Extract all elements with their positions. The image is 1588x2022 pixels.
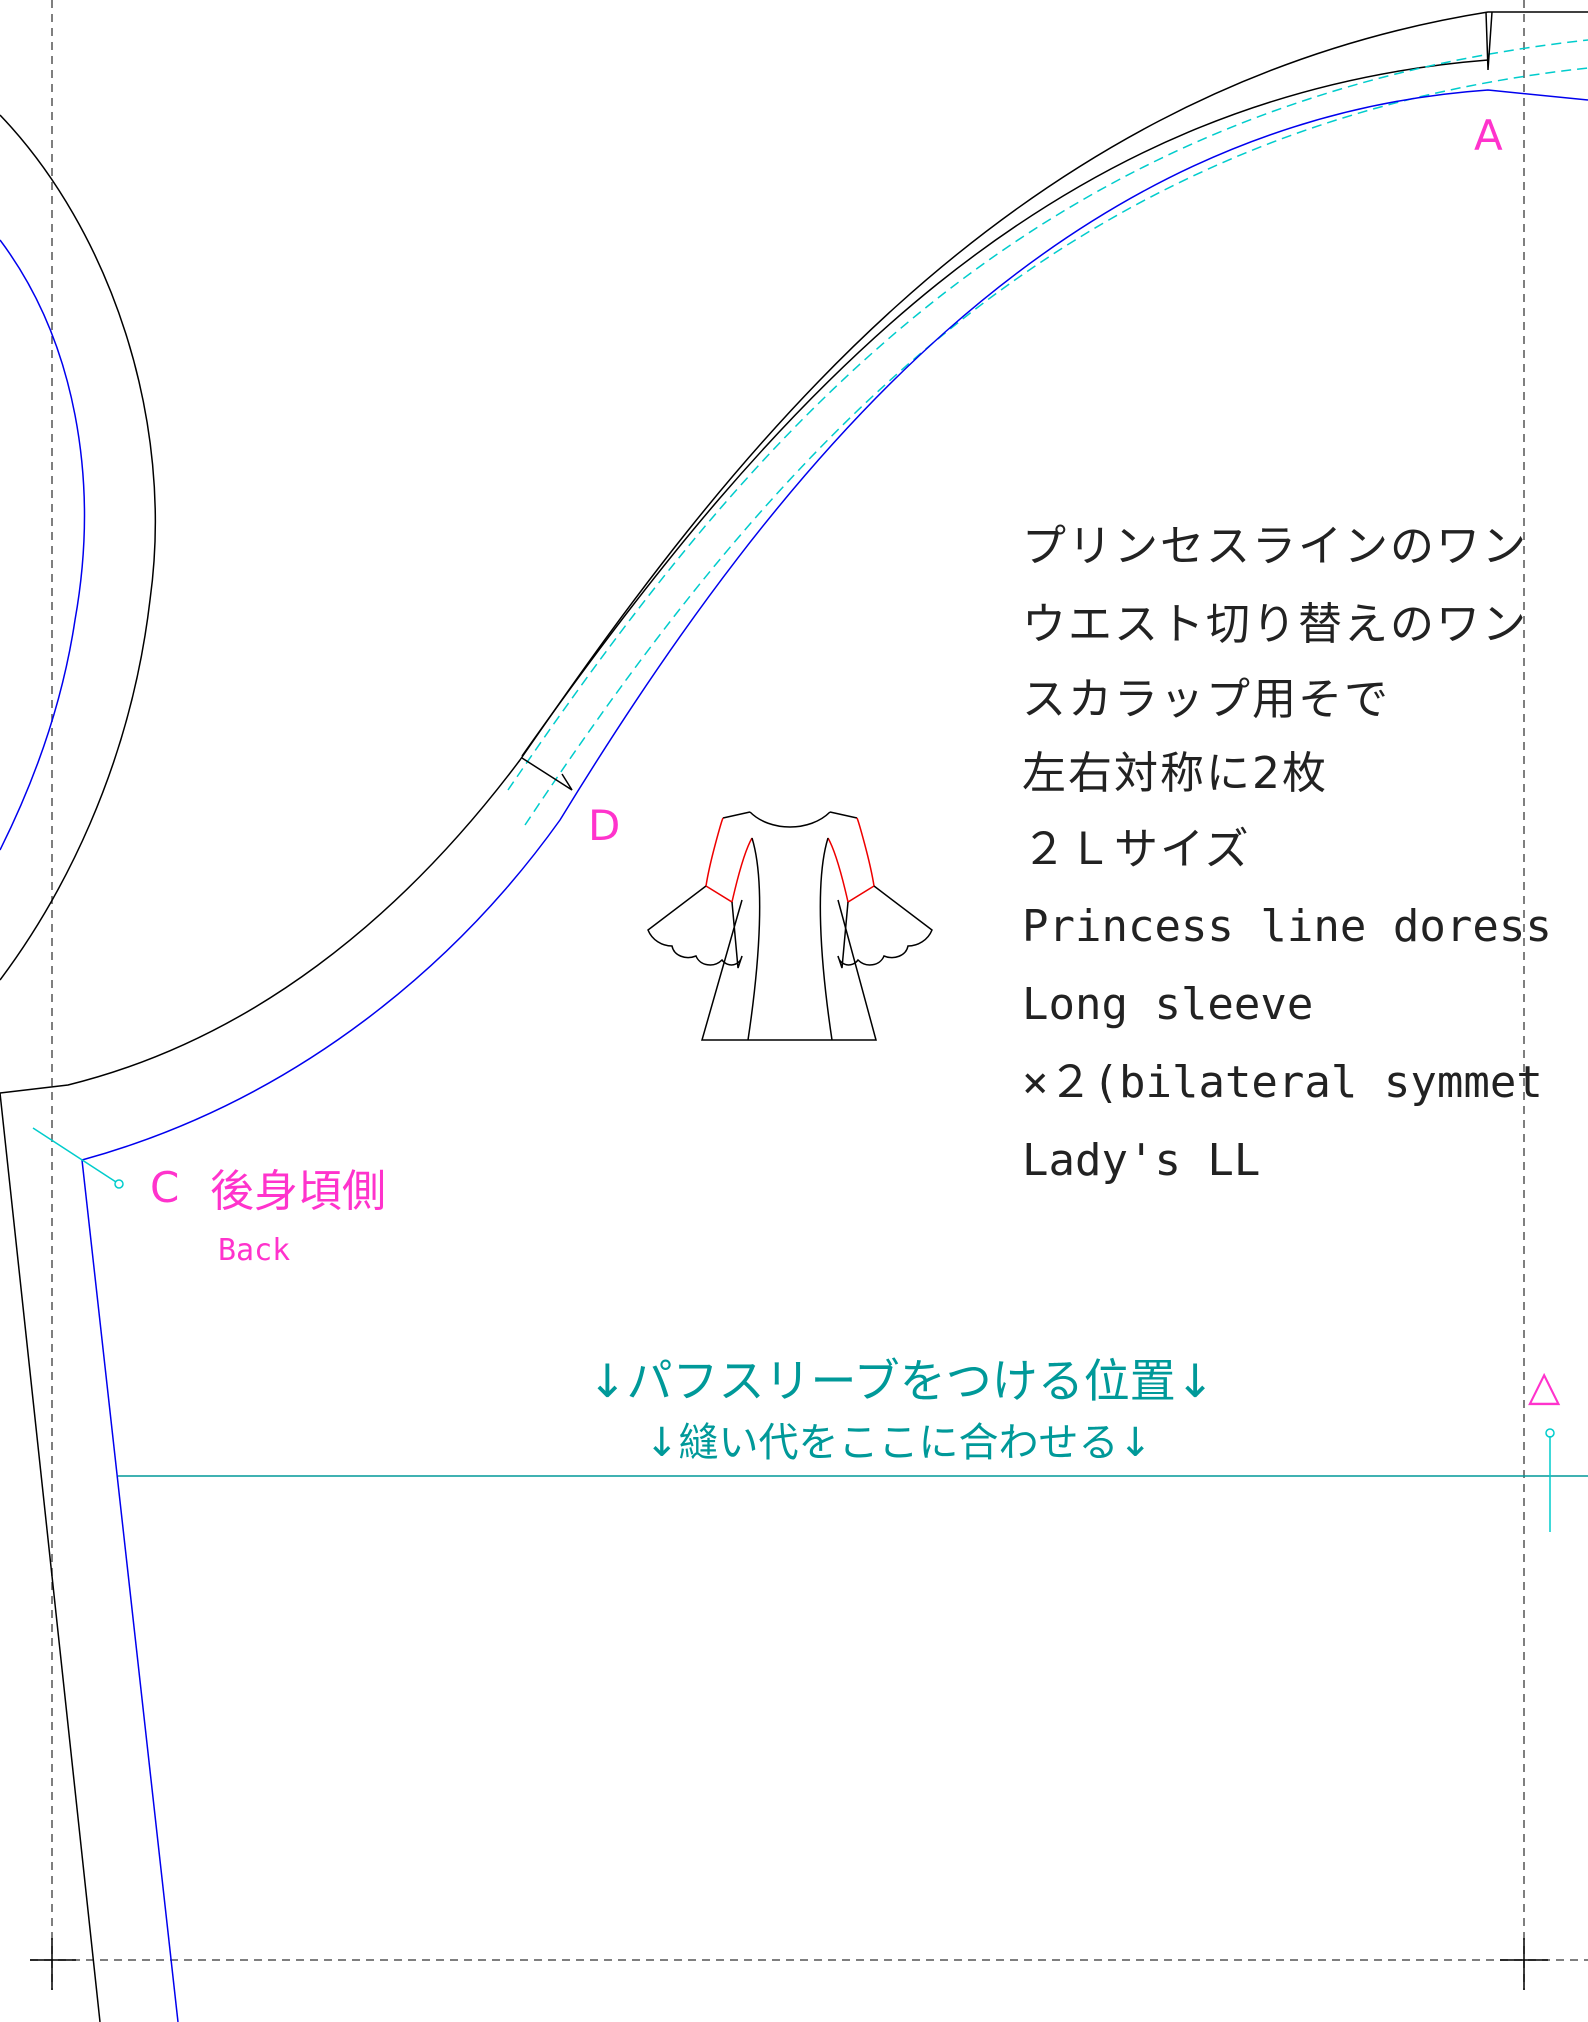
- puff-sleeve-line-1: ↓パフスリーブをつける位置↓: [588, 1354, 1215, 1408]
- left-arc-outline: [0, 114, 156, 981]
- marker-c-dot: [114, 1179, 124, 1189]
- dress-right-shoulder: [829, 811, 858, 819]
- left-arc-stitch: [0, 239, 86, 851]
- stitch-dash-1: [507, 39, 1588, 791]
- dress-princess-left: [747, 837, 761, 1041]
- desc-line-5: ２Ｌサイズ: [1022, 824, 1251, 875]
- notch-d: [521, 757, 573, 791]
- desc-line-4: 左右対称に2枚: [1022, 748, 1328, 799]
- side-seam-outer: [0, 1092, 101, 2022]
- sleeve-cap-outline: [0, 11, 1588, 1094]
- dress-sketch: [647, 811, 933, 1041]
- desc-line-9: Lady's LL: [1022, 1135, 1261, 1186]
- desc-line-2: ウエスト切り替えのワン: [1022, 599, 1528, 650]
- label-point-a: A: [1474, 111, 1503, 160]
- dress-right-flare: [837, 885, 933, 969]
- marker-c-pointer: [32, 1127, 117, 1183]
- puff-sleeve-line-2: ↓縫い代をここに合わせる↓: [645, 1420, 1153, 1466]
- notch-a: [1485, 11, 1493, 71]
- dress-neckline: [749, 811, 831, 828]
- dress-body-outline: [701, 899, 877, 1041]
- dress-right-sleeve-red: [827, 817, 875, 904]
- desc-line-1: プリンセスラインのワン: [1022, 521, 1528, 572]
- desc-line-7: Long sleeve: [1022, 979, 1314, 1030]
- triangle-pin-dot: [1545, 1428, 1555, 1438]
- dress-princess-right: [819, 837, 833, 1041]
- dress-left-sleeve-red: [705, 817, 753, 904]
- desc-line-3: スカラップ用そで: [1022, 674, 1390, 725]
- label-back-jp: 後身頃側: [210, 1166, 386, 1217]
- description-block: プリンセスラインのワン ウエスト切り替えのワン スカラップ用そで 左右対称に2枚…: [1022, 508, 1588, 1200]
- facing-inner-edge: [521, 59, 1489, 757]
- label-point-c: C: [150, 1163, 179, 1212]
- dress-left-shoulder: [722, 811, 751, 819]
- stitch-dash-2: [524, 67, 1588, 826]
- desc-line-8: ×２(bilateral symmet: [1022, 1057, 1543, 1108]
- triangle-marker: △: [1528, 1361, 1561, 1410]
- dress-left-flare: [647, 885, 743, 969]
- desc-line-6: Princess line doress: [1022, 901, 1552, 952]
- seam-line-blue: [81, 89, 1588, 1161]
- label-back-en: Back: [218, 1233, 290, 1268]
- side-seam-stitch: [81, 1159, 179, 2022]
- label-point-d: D: [588, 801, 620, 850]
